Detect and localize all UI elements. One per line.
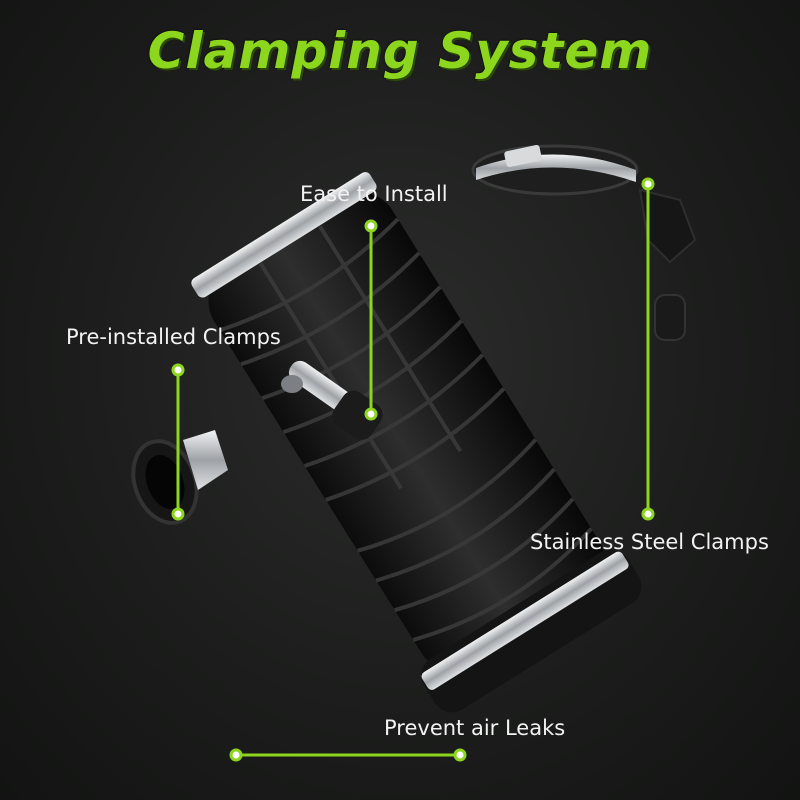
callout-prevent-air-leaks: Prevent air Leaks (384, 716, 566, 740)
callout-dot (171, 507, 185, 521)
callout-dot (171, 363, 185, 377)
side-port (131, 430, 228, 525)
vacuum-nipple (281, 360, 383, 440)
callout-ease-install: Ease to Install (300, 182, 448, 206)
callout-pre-installed-clamps: Pre-installed Clamps (66, 325, 281, 349)
page-title: Clamping System (147, 22, 653, 80)
callout-dot (641, 177, 655, 191)
callout-stainless-steel-clamps: Stainless Steel Clamps (530, 530, 769, 554)
hose-body (191, 172, 642, 713)
callout-dot (364, 219, 378, 233)
callout-dot (229, 748, 243, 762)
callout-dot (453, 748, 467, 762)
callout-dot (364, 407, 378, 421)
callout-dot (641, 507, 655, 521)
